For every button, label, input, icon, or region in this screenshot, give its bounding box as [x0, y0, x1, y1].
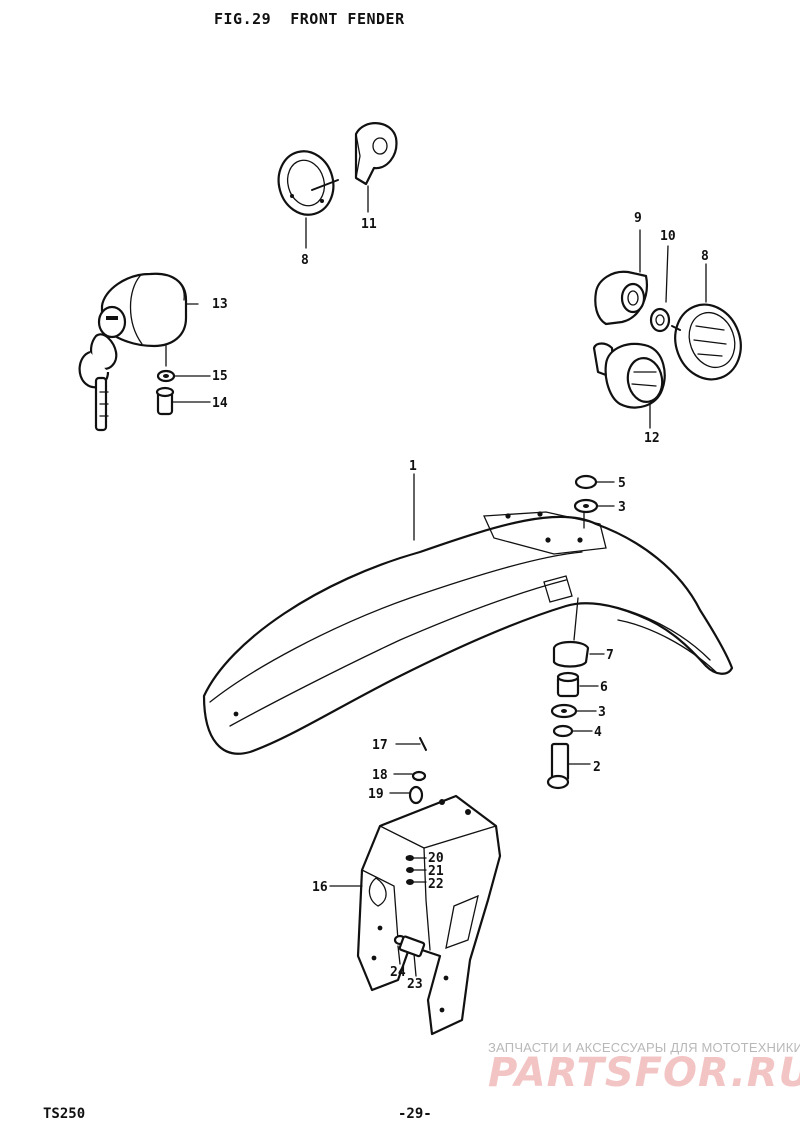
part-4-lock-washer: [552, 724, 593, 738]
page-number: -29-: [398, 1106, 432, 1122]
callout-24: 24: [390, 965, 406, 980]
callout-9: 9: [634, 211, 642, 226]
callout-5: 5: [618, 476, 626, 491]
callout-18: 18: [372, 768, 388, 783]
part-6-spacer: [556, 671, 599, 698]
part-9-reflector-holder: [594, 229, 648, 326]
callout-4: 4: [594, 725, 602, 740]
callout-labels: 1 2 3 3 4 5 6 7 8 8 9 10 11 12 13 14 15 …: [212, 211, 709, 992]
callout-14: 14: [212, 396, 228, 411]
callout-19: 19: [368, 787, 384, 802]
part-23-24-bolt: [393, 934, 426, 977]
part-18-washer: [393, 770, 427, 782]
part-10-washer: [649, 245, 671, 333]
callout-1: 1: [409, 459, 417, 474]
callout-23: 23: [407, 977, 423, 992]
part-7-cushion: [552, 597, 605, 668]
watermark-tagline: ЗАПЧАСТИ И АКСЕССУАРЫ ДЛЯ МОТОТЕХНИКИ: [488, 1040, 800, 1055]
part-16-fender-bracket: [329, 794, 502, 1036]
watermark-logo: PARTSFOR.RU: [488, 1050, 800, 1096]
callout-21: 21: [428, 864, 444, 879]
callout-22: 22: [428, 877, 444, 892]
part-3-washer-top: [573, 498, 615, 529]
callout-3-top: 3: [618, 500, 626, 515]
part-3-washer-bottom: [550, 703, 597, 719]
part-20-22-hardware: [406, 855, 427, 885]
model-label: TS250: [43, 1106, 86, 1122]
part-5-nut: [574, 474, 615, 490]
callout-11: 11: [361, 217, 377, 232]
part-19-bushing: [389, 785, 424, 805]
callout-15: 15: [212, 369, 228, 384]
callout-13: 13: [212, 297, 228, 312]
callout-6: 6: [600, 680, 608, 695]
callout-10: 10: [660, 229, 676, 244]
callout-8-top: 8: [301, 253, 309, 268]
callout-16: 16: [312, 880, 328, 895]
part-2-bolt: [546, 742, 591, 790]
part-8-reflector-base: [277, 150, 339, 249]
callout-20: 20: [428, 851, 444, 866]
part-15-washer: [156, 369, 211, 383]
part-13-ignition-switch: [97, 272, 199, 367]
callout-17: 17: [372, 738, 388, 753]
part-11-bracket: [354, 122, 398, 213]
callout-8-right: 8: [701, 249, 709, 264]
key-icon: [78, 333, 118, 432]
part-12-reflector-housing: [592, 342, 666, 429]
callout-7: 7: [606, 648, 614, 663]
callout-3-bottom: 3: [598, 705, 606, 720]
callout-2: 2: [593, 760, 601, 775]
part-14-screw: [155, 386, 211, 416]
part-1-front-fender: [202, 473, 734, 755]
callout-12: 12: [644, 431, 660, 446]
part-17-pin: [395, 737, 427, 751]
figure-title: FIG.29 FRONT FENDER: [214, 10, 405, 28]
part-8-reflector-lens: [671, 263, 742, 381]
